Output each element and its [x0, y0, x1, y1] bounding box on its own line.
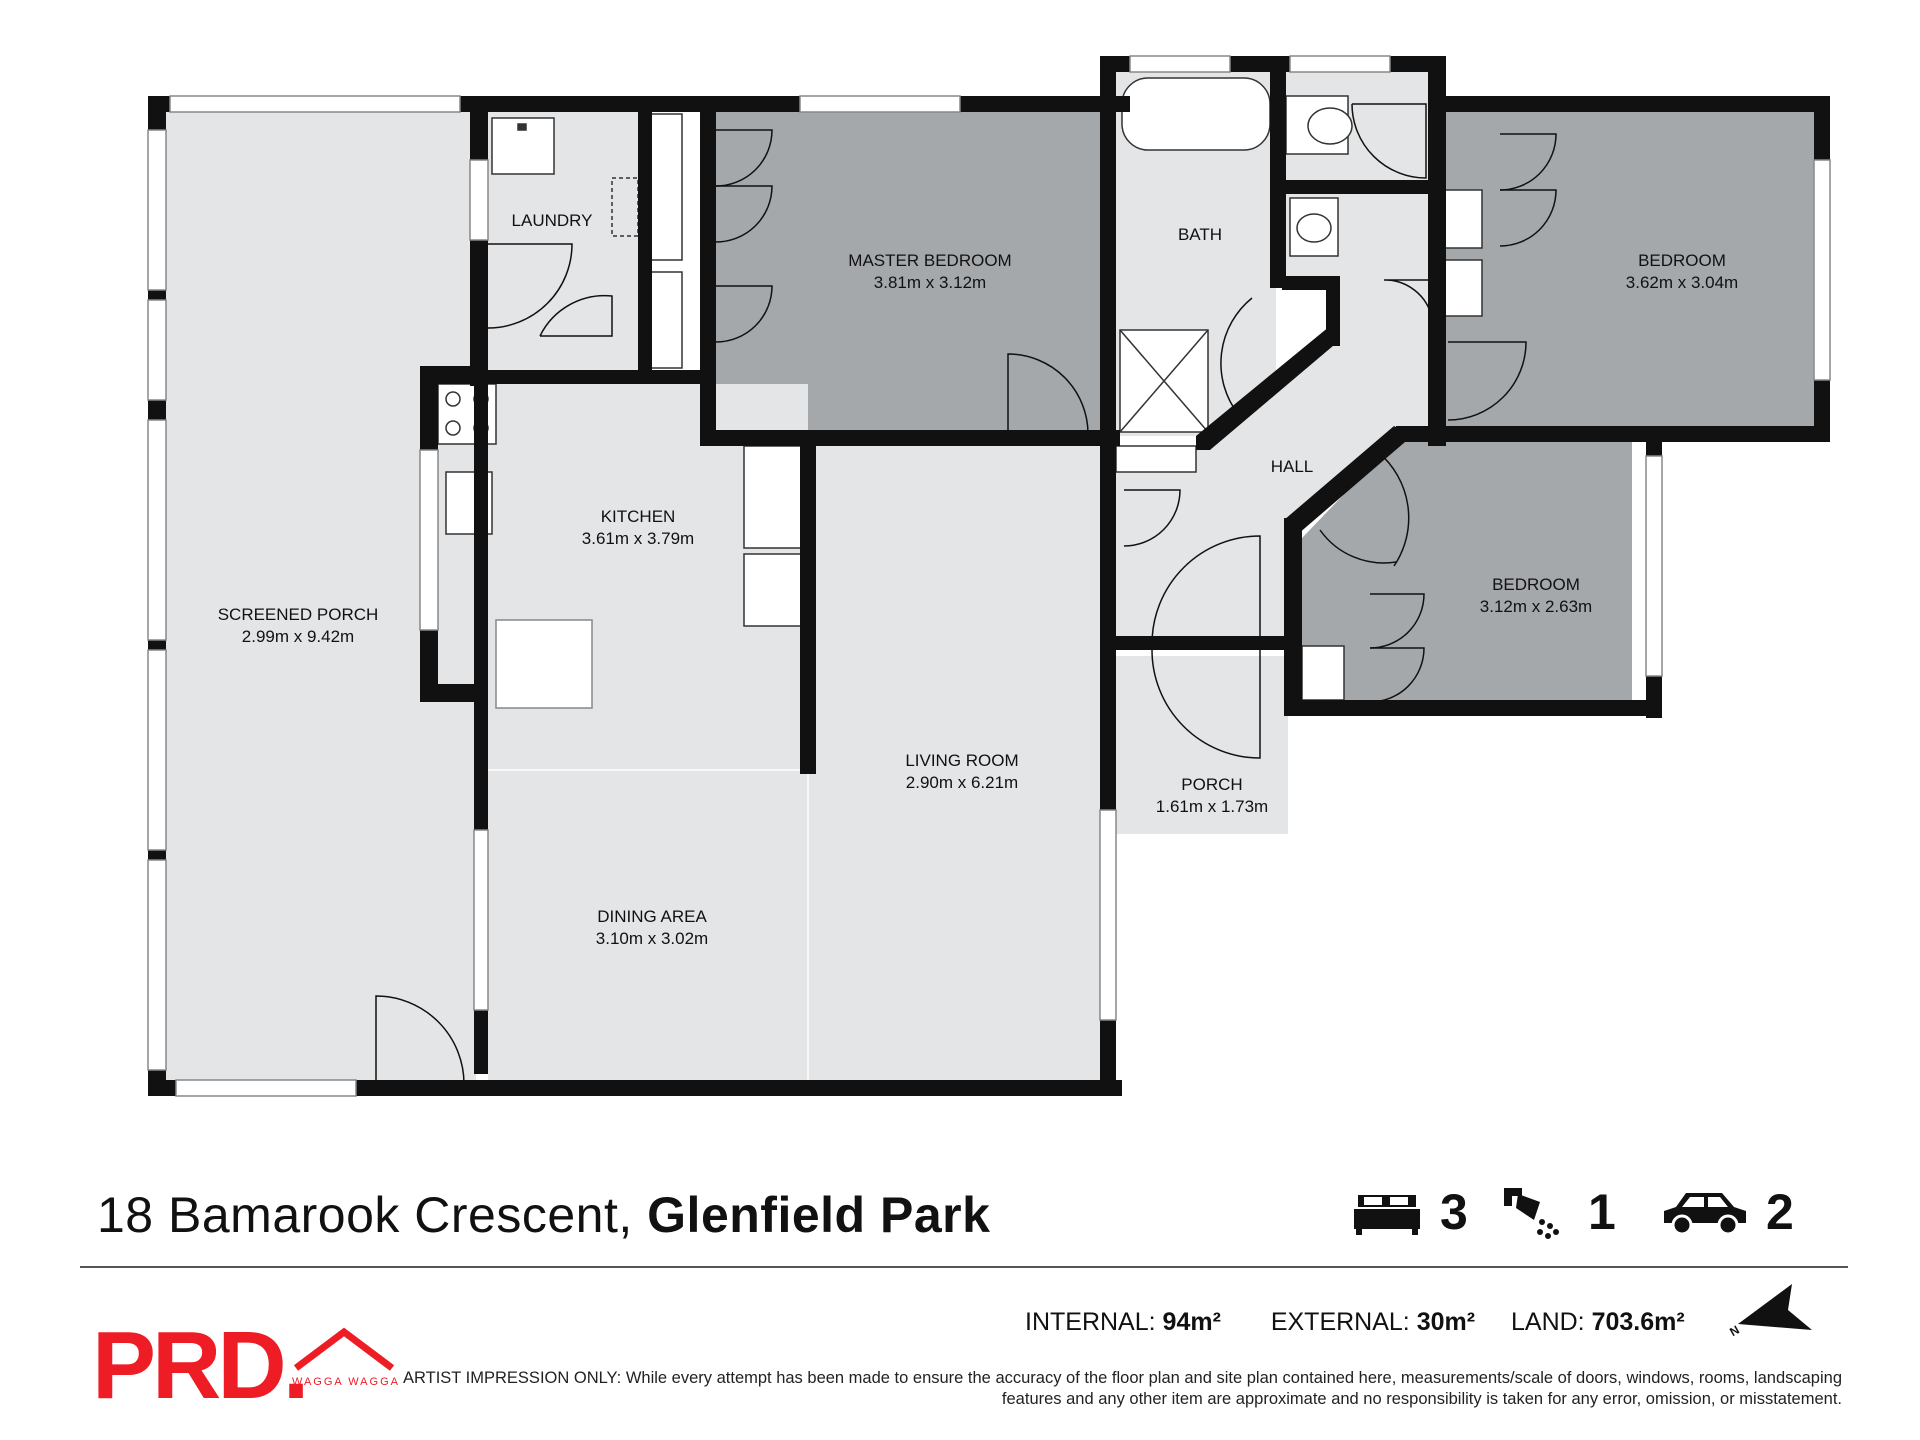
- laundry-name: LAUNDRY: [512, 211, 593, 230]
- suburb: Glenfield Park: [647, 1187, 991, 1243]
- dining-area-dims: 3.10m x 3.02m: [596, 929, 708, 948]
- hall-linen: [1115, 445, 1197, 473]
- pantry: [743, 445, 805, 549]
- fridge-space: [743, 553, 805, 627]
- cupboard-b: [649, 271, 683, 369]
- master-bedroom-dims: 3.81m x 3.12m: [874, 273, 986, 292]
- disclaimer: ARTIST IMPRESSION ONLY: While every atte…: [403, 1369, 1842, 1408]
- windows: [147, 55, 1831, 1097]
- bedroom-2-floor: [1302, 436, 1632, 702]
- bedroom-1-dims: 3.62m x 3.04m: [1626, 273, 1738, 292]
- car-icon: [1664, 1193, 1746, 1236]
- property-address: 18 Bamarook Crescent, Glenfield Park: [97, 1186, 990, 1244]
- prd-logo: PRD.: [92, 1312, 309, 1419]
- bath-name: BATH: [1178, 225, 1222, 244]
- door-swings: [375, 103, 1557, 1085]
- north-label: N: [1728, 1323, 1742, 1336]
- divider-rule: [80, 1266, 1848, 1268]
- bedroom-stat: 3: [1352, 1182, 1468, 1242]
- brand-office: WAGGA WAGGA: [292, 1376, 400, 1388]
- land-label: LAND:: [1511, 1308, 1585, 1336]
- master-bedroom-floor: [714, 110, 1104, 436]
- kitchen-bench-island: [495, 619, 593, 709]
- screened-porch-dims: 2.99m x 9.42m: [242, 627, 354, 646]
- bedroom-2-name: BEDROOM: [1492, 575, 1580, 594]
- internal-value: 94m²: [1162, 1308, 1221, 1336]
- bedroom-1-robe-b: [1443, 259, 1483, 317]
- screened-porch-name: SCREENED PORCH: [218, 605, 379, 624]
- fixtures: [437, 77, 1483, 709]
- dining-area-name: DINING AREA: [597, 907, 707, 926]
- bedroom-2-dims: 3.12m x 2.63m: [1480, 597, 1592, 616]
- car-count: 2: [1766, 1184, 1794, 1240]
- living-room-dims: 2.90m x 6.21m: [906, 773, 1018, 792]
- street-address: 18 Bamarook Crescent,: [97, 1187, 633, 1243]
- basin: [1296, 213, 1332, 243]
- porch-name: PORCH: [1181, 775, 1242, 794]
- laundry-tap: [517, 123, 527, 131]
- dining-floor: [488, 770, 808, 1080]
- car-stat: 2: [1660, 1182, 1794, 1242]
- hall-name: HALL: [1271, 457, 1314, 476]
- bedroom-1-robe-a: [1443, 189, 1483, 249]
- land-value: 703.6m²: [1591, 1308, 1685, 1336]
- hall-floor: [1116, 190, 1432, 640]
- shower-icon: [1504, 1188, 1559, 1239]
- north-arrow-icon: N: [1728, 1284, 1812, 1336]
- master-bedroom-name: MASTER BEDROOM: [848, 251, 1011, 270]
- roof-logo-icon: [293, 1327, 395, 1371]
- external-label: EXTERNAL:: [1270, 1308, 1410, 1336]
- room-labels: SCREENED PORCH 2.99m x 9.42m LAUNDRY MAS…: [218, 211, 1739, 948]
- kitchen-dims: 3.61m x 3.79m: [582, 529, 694, 548]
- bathroom-count: 1: [1588, 1184, 1616, 1240]
- bathroom-stat: 1: [1500, 1182, 1616, 1242]
- bedroom-1-name: BEDROOM: [1638, 251, 1726, 270]
- toilet-bowl: [1307, 107, 1353, 145]
- cupboard-a: [649, 113, 683, 261]
- bed-icon: [1354, 1195, 1420, 1235]
- bedroom-count: 3: [1440, 1184, 1468, 1240]
- external-value: 30m²: [1416, 1308, 1476, 1336]
- bathtub: [1121, 77, 1271, 151]
- floor-plan: SCREENED PORCH 2.99m x 9.42m LAUNDRY MAS…: [147, 55, 1831, 1097]
- porch-dims: 1.61m x 1.73m: [1156, 797, 1268, 816]
- kitchen-name: KITCHEN: [601, 507, 676, 526]
- living-room-name: LIVING ROOM: [905, 751, 1018, 770]
- bedroom-2-robe: [1301, 645, 1345, 701]
- shower-drain-2: [1119, 329, 1209, 433]
- internal-label: INTERNAL:: [1025, 1308, 1156, 1336]
- bedroom-1-floor: [1442, 110, 1818, 426]
- area-summary: INTERNAL: 94m² EXTERNAL: 30m² LAND: 703.…: [1025, 1308, 1685, 1337]
- living-floor: [808, 446, 1104, 1080]
